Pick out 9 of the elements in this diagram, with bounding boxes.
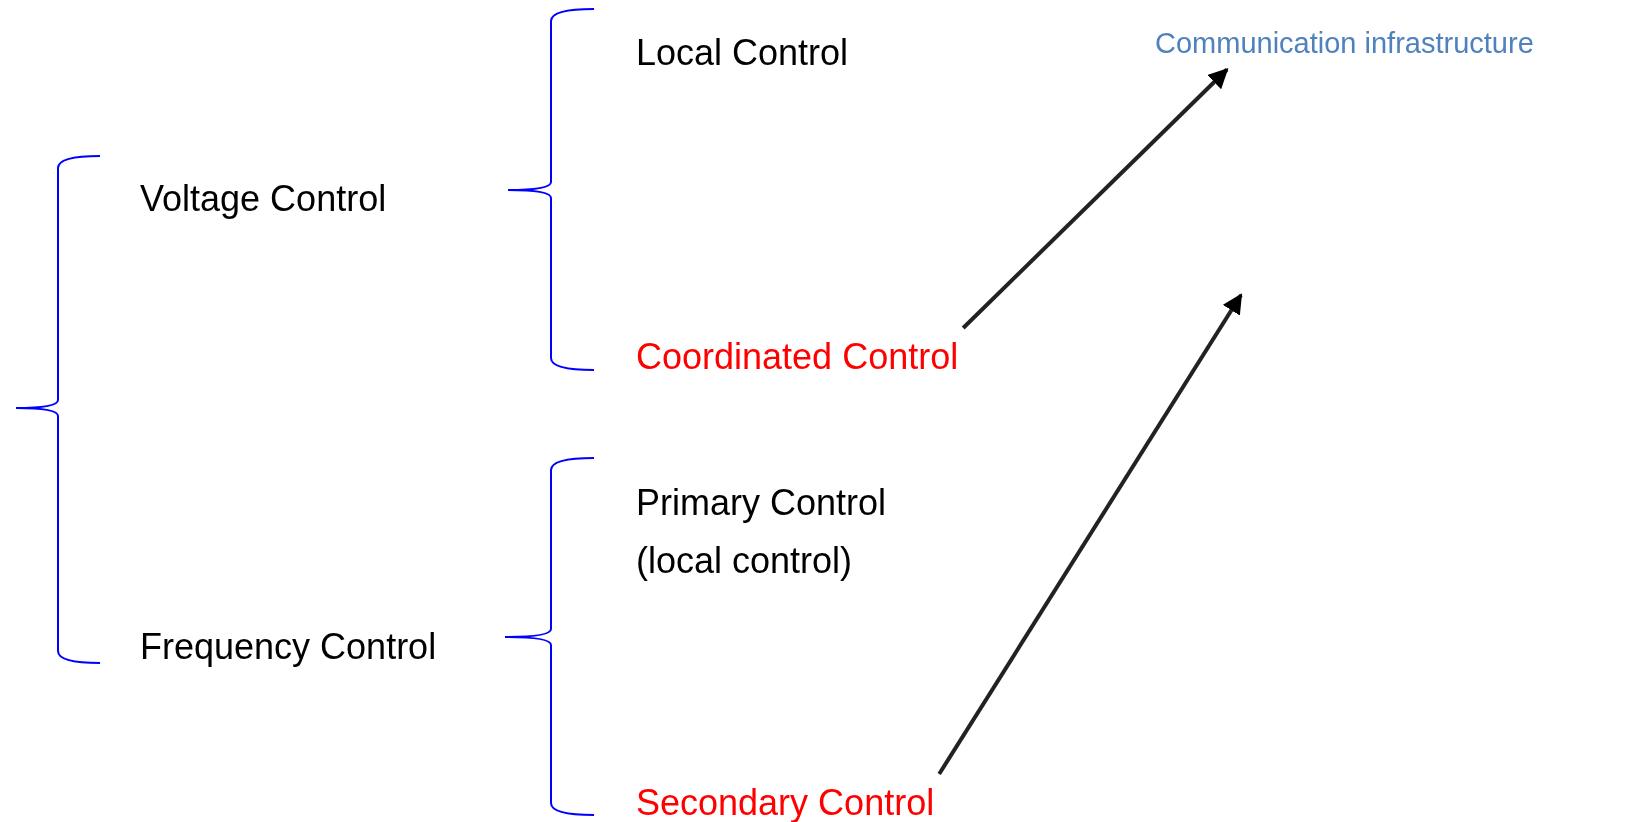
category-label: Voltage Control	[140, 177, 387, 221]
category-label: Local Control	[636, 31, 849, 75]
category-label: Coordinated Control	[636, 335, 959, 379]
arrow	[961, 68, 1229, 330]
heading-label: Communication infrastructure	[1155, 26, 1534, 61]
category-label: Frequency Control	[140, 625, 437, 669]
category-label: Primary Control (local control)	[636, 481, 888, 583]
arrow	[937, 293, 1243, 776]
category-label: Secondary Control	[636, 781, 935, 822]
